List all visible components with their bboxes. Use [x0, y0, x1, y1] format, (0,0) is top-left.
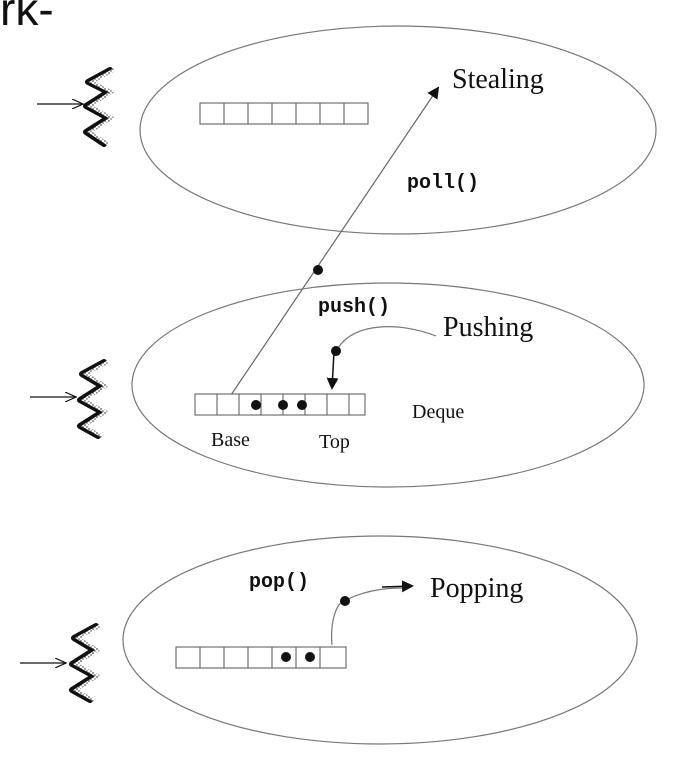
thread-icon: [20, 623, 101, 703]
task-dot: [278, 400, 288, 410]
pushing-thread-ellipse: [131, 282, 645, 488]
cropped-heading-fragment: rk-: [0, 0, 54, 35]
popping-label: Popping: [430, 573, 523, 604]
stealing-thread-ellipse: [139, 25, 657, 235]
popping-thread-ellipse: [122, 535, 638, 745]
steal-arrow: [230, 86, 440, 396]
pop-label: pop(): [249, 571, 309, 594]
task-dot: [297, 400, 307, 410]
stealing-deque: [199, 102, 369, 125]
top-label: Top: [319, 431, 350, 453]
stealing-label: Stealing: [452, 64, 544, 95]
pop-arrow-dot: [340, 596, 350, 606]
thread-icon: [37, 67, 116, 147]
push-arrow: [326, 326, 437, 390]
task-dot: [251, 400, 261, 410]
poll-label: poll(): [407, 172, 479, 195]
task-dot: [281, 652, 291, 662]
push-arrow-dot: [331, 346, 341, 356]
thread-icon: [30, 359, 109, 439]
thread-stealing: Stealing poll(): [139, 25, 657, 235]
steal-arrow-dot: [313, 265, 323, 275]
thread-popping: pop() Popping: [122, 535, 638, 745]
task-dot: [305, 652, 315, 662]
pushing-label: Pushing: [443, 312, 533, 343]
popping-deque: [175, 646, 347, 669]
deque-label: Deque: [412, 401, 464, 423]
push-label: push(): [318, 296, 390, 319]
thread-pushing: push() Pushing Deque Base Top: [131, 282, 645, 488]
pop-arrow: [331, 580, 414, 646]
base-label: Base: [211, 429, 250, 451]
pushing-deque: [194, 393, 366, 416]
